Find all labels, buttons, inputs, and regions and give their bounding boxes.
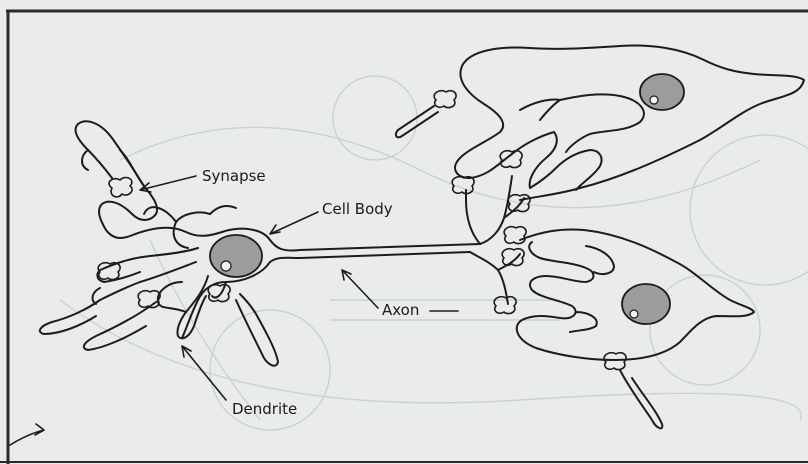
label-cell-body-group: Cell Body <box>270 200 393 234</box>
upper-right-cell-outline <box>455 46 804 200</box>
axon-leader-arrow <box>342 270 378 308</box>
synapse-leader-arrow <box>140 176 196 192</box>
corner-pencil-mark <box>10 424 44 445</box>
lower-right-descending-dendrite <box>620 370 662 428</box>
lower-left-dendrite <box>40 288 100 334</box>
cell-body-leader-arrow <box>270 212 318 234</box>
label-axon: Axon <box>382 301 419 319</box>
label-cell-body: Cell Body <box>322 200 393 218</box>
upper-right-nucleus <box>640 74 684 110</box>
left-neuron <box>40 121 480 365</box>
left-nucleus <box>210 235 262 277</box>
label-dendrite: Dendrite <box>232 400 297 418</box>
descending-dendrite <box>236 294 278 366</box>
label-synapse: Synapse <box>202 167 266 185</box>
lower-dendrite <box>84 302 156 350</box>
floating-synapse-knob <box>434 91 456 108</box>
label-synapse-group: Synapse <box>140 167 266 192</box>
dendrite-leader-arrow <box>182 346 226 400</box>
axon-terminal-knobs <box>452 151 530 314</box>
axon-terminals <box>452 151 530 314</box>
lower-right-synapse-knob <box>604 353 626 370</box>
upper-right-nucleolus <box>650 96 658 104</box>
label-axon-group: Axon <box>342 270 458 319</box>
lower-right-nucleolus <box>630 310 638 318</box>
left-nucleolus <box>221 261 231 271</box>
lower-right-nucleus <box>622 284 670 324</box>
